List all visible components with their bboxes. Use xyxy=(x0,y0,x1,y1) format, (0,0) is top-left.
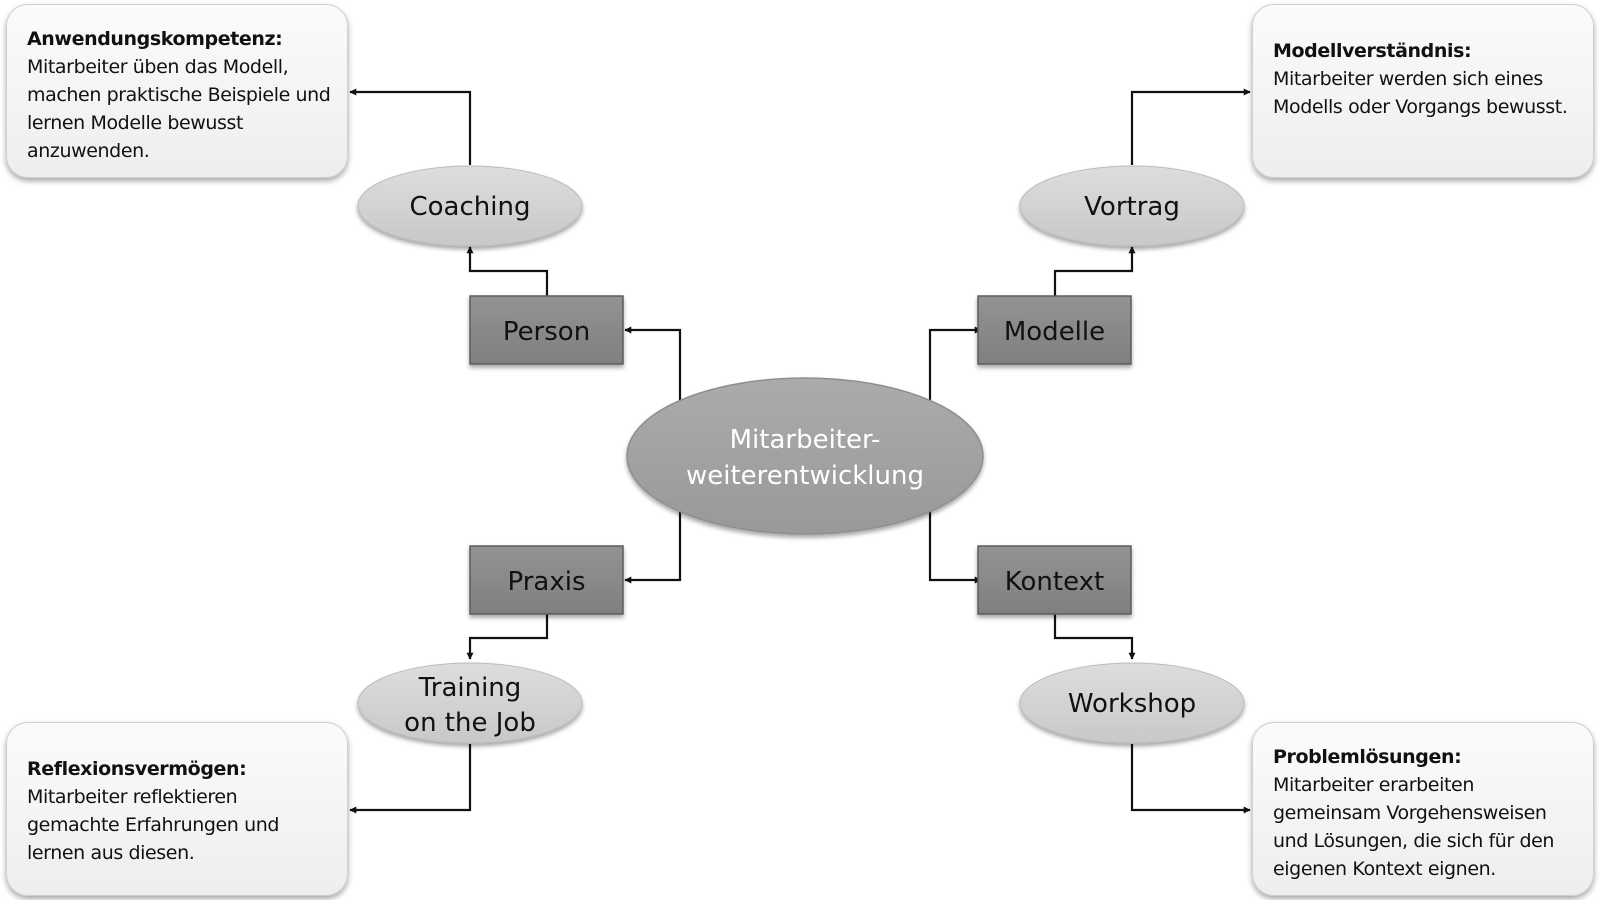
outcome-box-modellverstaendnis: Modellverständnis: Mitarbeiter werden si… xyxy=(1252,4,1594,178)
connector-person-coaching xyxy=(466,246,549,296)
outcome-box-reflexionsvermoegen: Reflexionsvermögen: Mitarbeiter reflekti… xyxy=(6,722,348,896)
connector-training-reflexion xyxy=(349,744,472,814)
connector-vortrag-modell xyxy=(1130,88,1251,165)
category-kontext: Kontext xyxy=(977,545,1132,615)
outcome-title: Modellverständnis: xyxy=(1273,40,1472,62)
center-label-line1: Mitarbeiter- xyxy=(730,425,881,455)
outcome-box-problemloesungen: Problemlösungen: Mitarbeiter erarbeiten … xyxy=(1252,722,1594,896)
connector-coaching-anwendung xyxy=(349,88,472,165)
outcome-text: Mitarbeiter reflektieren gemachte Erfahr… xyxy=(27,786,280,864)
outcome-text: Mitarbeiter werden sich eines Modells od… xyxy=(1273,68,1568,118)
center-node: Mitarbeiter- weiterentwicklung xyxy=(626,377,984,535)
outcome-title: Anwendungskompetenz: xyxy=(27,28,283,50)
connector-center-modelle xyxy=(928,326,982,400)
method-training-label-line1: Training xyxy=(418,673,522,703)
method-training-label-line2: on the Job xyxy=(404,708,536,738)
connector-center-person xyxy=(624,326,682,400)
category-person: Person xyxy=(469,295,624,365)
category-person-label: Person xyxy=(503,317,590,347)
connector-praxis-training xyxy=(466,614,549,660)
connector-modelle-vortrag xyxy=(1053,246,1136,296)
outcome-text: Mitarbeiter erarbeiten gemeinsam Vorgehe… xyxy=(1273,774,1555,880)
method-coaching: Coaching xyxy=(357,165,583,247)
method-workshop: Workshop xyxy=(1019,662,1245,744)
center-label-line2: weiterentwicklung xyxy=(686,461,924,491)
connector-kontext-workshop xyxy=(1053,614,1136,660)
category-modelle-label: Modelle xyxy=(1004,317,1105,347)
method-workshop-label: Workshop xyxy=(1068,689,1196,719)
connector-workshop-problem xyxy=(1130,744,1251,814)
outcome-text: Mitarbeiter üben das Modell, machen prak… xyxy=(27,56,331,162)
connector-center-kontext xyxy=(928,510,982,584)
method-training-on-the-job: Training on the Job xyxy=(357,662,583,744)
connector-center-praxis xyxy=(624,510,682,584)
outcome-title: Reflexionsvermögen: xyxy=(27,758,247,780)
category-praxis-label: Praxis xyxy=(508,567,586,597)
method-vortrag: Vortrag xyxy=(1019,165,1245,247)
method-vortrag-label: Vortrag xyxy=(1084,192,1180,222)
category-kontext-label: Kontext xyxy=(1005,567,1104,597)
method-coaching-label: Coaching xyxy=(410,192,531,222)
category-praxis: Praxis xyxy=(469,545,624,615)
category-modelle: Modelle xyxy=(977,295,1132,365)
outcome-box-anwendungskompetenz: Anwendungskompetenz: Mitarbeiter üben da… xyxy=(6,4,348,178)
outcome-title: Problemlösungen: xyxy=(1273,746,1462,768)
